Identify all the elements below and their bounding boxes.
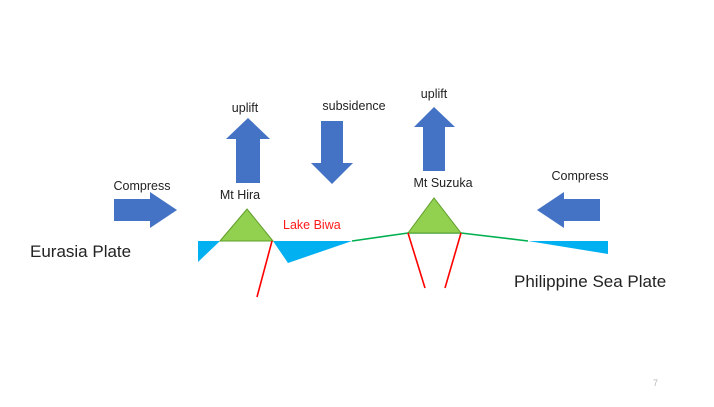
page-number: 7 <box>653 378 658 388</box>
uplift-arrow-left <box>226 118 270 183</box>
fault-line-hira <box>256 240 273 298</box>
uplift-label-left: uplift <box>232 101 259 115</box>
mt-suzuka-label: Mt Suzuka <box>413 176 472 190</box>
uplift-arrow-right <box>414 107 455 171</box>
mt-hira-label: Mt Hira <box>220 188 260 202</box>
water-wedge-lake <box>273 241 352 263</box>
water-wedge-right <box>528 241 608 254</box>
subsidence-arrow <box>311 121 353 184</box>
uplift-label-right: uplift <box>421 87 448 101</box>
compress-arrow-left <box>114 192 177 228</box>
lake-biwa-label: Lake Biwa <box>283 218 341 232</box>
fault-line-suzuka-west <box>407 232 426 289</box>
surface-profile-line <box>351 232 529 242</box>
compress-label-left: Compress <box>114 179 171 193</box>
water-wedge-left <box>198 241 220 262</box>
subsidence-label: subsidence <box>322 99 385 113</box>
compress-label-right: Compress <box>552 169 609 183</box>
mt-hira-triangle <box>218 208 275 242</box>
fault-line-suzuka-east <box>444 232 462 289</box>
compress-arrow-right <box>537 192 600 228</box>
philippine-sea-plate-label: Philippine Sea Plate <box>514 272 666 291</box>
eurasia-plate-label: Eurasia Plate <box>30 242 131 261</box>
mt-suzuka-triangle <box>407 197 463 234</box>
